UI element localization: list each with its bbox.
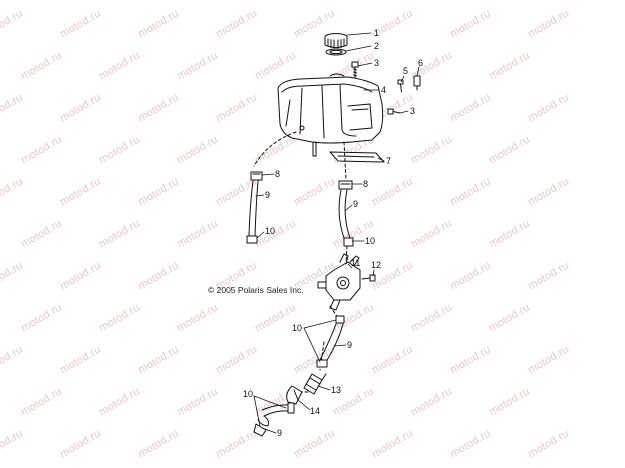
callout-9-lower: 9 xyxy=(347,340,352,350)
bolt-right xyxy=(387,108,401,115)
callout-2: 2 xyxy=(374,41,379,51)
elbow-fitting xyxy=(286,385,303,405)
callout-10-lower: 10 xyxy=(292,323,302,333)
callout-7: 7 xyxy=(386,156,391,166)
callout-6: 6 xyxy=(418,58,423,68)
callout-1: 1 xyxy=(374,28,379,38)
callout-8-left: 8 xyxy=(275,169,280,179)
fuel-tank xyxy=(277,73,384,157)
screw-5 xyxy=(397,79,404,93)
callout-14: 14 xyxy=(310,406,320,416)
callout-10-bottom: 10 xyxy=(243,389,253,399)
callout-11: 11 xyxy=(351,258,360,268)
vent-fitting xyxy=(413,75,421,91)
callout-9-bottom: 9 xyxy=(277,428,282,438)
callout-9-right: 9 xyxy=(353,199,358,209)
assembly-lines xyxy=(253,131,348,393)
callout-5: 5 xyxy=(403,66,408,76)
callout-10-left: 10 xyxy=(265,226,275,236)
screw-12 xyxy=(361,274,376,282)
callout-12: 12 xyxy=(371,260,381,270)
left-hose-assembly xyxy=(246,171,263,244)
copyright-notice: © 2005 Polaris Sales Inc. xyxy=(208,285,304,295)
fuel-filter xyxy=(303,373,327,395)
callout-4: 4 xyxy=(381,85,386,95)
callout-13: 13 xyxy=(331,385,341,395)
fuel-valve xyxy=(317,253,361,311)
cap-gasket xyxy=(325,48,347,56)
bottom-hose xyxy=(253,402,295,437)
bolt-top xyxy=(351,61,359,79)
callout-9-left: 9 xyxy=(265,190,270,200)
lower-hose xyxy=(316,315,345,368)
callout-3-right: 3 xyxy=(410,106,415,116)
leader-lines xyxy=(253,32,420,434)
callout-8-right: 8 xyxy=(363,179,368,189)
right-hose-assembly xyxy=(338,180,354,247)
fuel-cap xyxy=(324,33,348,49)
callout-3-top: 3 xyxy=(374,58,379,68)
callout-10-right: 10 xyxy=(365,236,375,246)
tank-pad xyxy=(329,151,385,163)
